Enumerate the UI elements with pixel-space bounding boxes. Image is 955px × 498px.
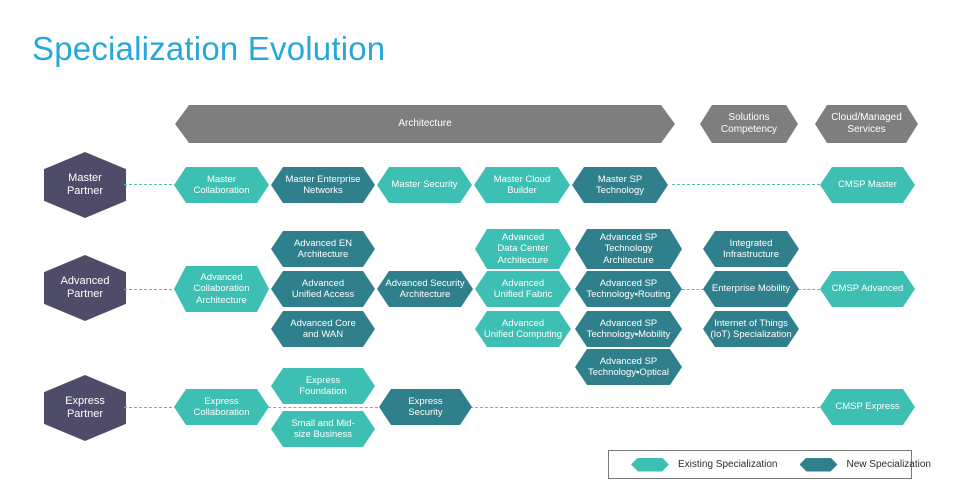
node-label: CMSP Express bbox=[835, 401, 900, 413]
node-label: Advanced Unified Access bbox=[291, 277, 355, 300]
node-cmsp-master[interactable]: CMSP Master bbox=[820, 167, 915, 203]
tier-express-partner[interactable]: Express Partner bbox=[44, 375, 126, 441]
node-advanced-unified-computing[interactable]: Advanced Unified Computing bbox=[475, 311, 571, 347]
node-label: Advanced SP Technology▪Mobility bbox=[586, 317, 671, 340]
connector-advanced-sp-routing-to-enterprise-mobility bbox=[682, 289, 704, 290]
legend-entry-existing: Existing Specialization bbox=[631, 458, 778, 472]
node-label: Advanced Unified Computing bbox=[483, 317, 563, 340]
node-advanced-sp-technology-mobility[interactable]: Advanced SP Technology▪Mobility bbox=[575, 311, 682, 347]
node-label: Express Collaboration bbox=[193, 395, 250, 418]
node-advanced-core-and-wan[interactable]: Advanced Core and WAN bbox=[271, 311, 375, 347]
column-header-cloud-managed-services: Cloud/Managed Services bbox=[815, 105, 918, 143]
node-label: Advanced EN Architecture bbox=[293, 237, 353, 260]
node-label: Express Foundation bbox=[299, 374, 347, 397]
node-label: Internet of Things (IoT) Specialization bbox=[710, 317, 792, 340]
node-internet-of-things-specialization[interactable]: Internet of Things (IoT) Specialization bbox=[703, 311, 799, 347]
node-label: Small and Mid- size Business bbox=[291, 417, 355, 440]
node-express-security[interactable]: Express Security bbox=[379, 389, 472, 425]
node-small-and-mid-size-business[interactable]: Small and Mid- size Business bbox=[271, 411, 375, 447]
node-label: Master Collaboration bbox=[193, 173, 250, 196]
node-advanced-unified-fabric[interactable]: Advanced Unified Fabric bbox=[475, 271, 571, 307]
node-label: Advanced SP Technology▪Routing bbox=[586, 277, 671, 300]
node-express-foundation[interactable]: Express Foundation bbox=[271, 368, 375, 404]
node-enterprise-mobility[interactable]: Enterprise Mobility bbox=[703, 271, 799, 307]
node-label: CMSP Advanced bbox=[831, 283, 904, 295]
legend-swatch-new-icon bbox=[800, 458, 838, 472]
node-label: Advanced Core and WAN bbox=[290, 317, 356, 340]
node-advanced-data-center-architecture[interactable]: Advanced Data Center Architecture bbox=[475, 229, 571, 269]
column-header-architecture: Architecture bbox=[175, 105, 675, 143]
tier-label: Master Partner bbox=[66, 171, 104, 198]
node-label: Integrated Infrastructure bbox=[723, 237, 779, 260]
tier-master-partner[interactable]: Master Partner bbox=[44, 152, 126, 218]
legend-swatch-existing-icon bbox=[631, 458, 669, 472]
node-master-sp-technology[interactable]: Master SP Technology bbox=[572, 167, 668, 203]
node-master-cloud-builder[interactable]: Master Cloud Builder bbox=[474, 167, 570, 203]
connector-express-collaboration-to-security bbox=[268, 407, 383, 408]
node-label: Master Security bbox=[391, 179, 458, 191]
node-master-security[interactable]: Master Security bbox=[377, 167, 472, 203]
page-title: Specialization Evolution bbox=[32, 30, 386, 67]
node-cmsp-advanced[interactable]: CMSP Advanced bbox=[820, 271, 915, 307]
legend-entry-new: New Specialization bbox=[800, 458, 932, 472]
connector-express-partner-to-collaboration bbox=[124, 407, 177, 408]
tier-label: Express Partner bbox=[65, 394, 105, 421]
connector-master-partner-to-collaboration bbox=[124, 184, 177, 185]
node-integrated-infrastructure[interactable]: Integrated Infrastructure bbox=[703, 231, 799, 267]
node-label: Advanced Data Center Architecture bbox=[497, 231, 549, 266]
node-label: Advanced SP Technology▪Optical bbox=[588, 355, 669, 378]
node-express-collaboration[interactable]: Express Collaboration bbox=[174, 389, 269, 425]
node-label: Express Security bbox=[408, 395, 443, 418]
legend-label: New Specialization bbox=[846, 459, 932, 470]
node-advanced-collaboration-architecture[interactable]: Advanced Collaboration Architecture bbox=[174, 266, 269, 312]
node-master-enterprise-networks[interactable]: Master Enterprise Networks bbox=[271, 167, 375, 203]
node-label: Master Cloud Builder bbox=[493, 173, 551, 196]
node-advanced-sp-technology-routing[interactable]: Advanced SP Technology▪Routing bbox=[575, 271, 682, 307]
node-label: Advanced Collaboration Architecture bbox=[193, 271, 250, 306]
node-advanced-en-architecture[interactable]: Advanced EN Architecture bbox=[271, 231, 375, 267]
node-label: Master Enterprise Networks bbox=[285, 173, 361, 196]
legend: Existing Specialization New Specializati… bbox=[608, 450, 931, 479]
node-advanced-sp-technology-optical[interactable]: Advanced SP Technology▪Optical bbox=[575, 349, 682, 385]
column-header-label: Architecture bbox=[398, 117, 452, 129]
legend-label: Existing Specialization bbox=[678, 459, 778, 470]
node-label: Advanced Unified Fabric bbox=[493, 277, 553, 300]
node-label: Advanced SP Technology Architecture bbox=[599, 231, 658, 266]
node-advanced-security-architecture[interactable]: Advanced Security Architecture bbox=[377, 271, 473, 307]
node-advanced-unified-access[interactable]: Advanced Unified Access bbox=[271, 271, 375, 307]
column-header-label: Solutions Competency bbox=[720, 111, 778, 135]
node-cmsp-express[interactable]: CMSP Express bbox=[820, 389, 915, 425]
connector-enterprise-mobility-to-cmsp-advanced bbox=[798, 289, 820, 290]
node-label: Enterprise Mobility bbox=[711, 283, 791, 295]
node-master-collaboration[interactable]: Master Collaboration bbox=[174, 167, 269, 203]
connector-advanced-partner-to-collaboration bbox=[124, 289, 177, 290]
column-header-label: Cloud/Managed Services bbox=[831, 111, 902, 135]
node-label: Advanced Security Architecture bbox=[385, 277, 465, 300]
connector-express-security-to-cmsp-express bbox=[470, 407, 820, 408]
tier-advanced-partner[interactable]: Advanced Partner bbox=[44, 255, 126, 321]
tier-label: Advanced Partner bbox=[60, 274, 110, 301]
connector-master-sp-to-cmsp bbox=[672, 184, 820, 185]
column-header-solutions-competency: Solutions Competency bbox=[700, 105, 798, 143]
node-advanced-sp-technology-architecture[interactable]: Advanced SP Technology Architecture bbox=[575, 229, 682, 269]
node-label: Master SP Technology bbox=[595, 173, 645, 196]
node-label: CMSP Master bbox=[838, 179, 897, 191]
